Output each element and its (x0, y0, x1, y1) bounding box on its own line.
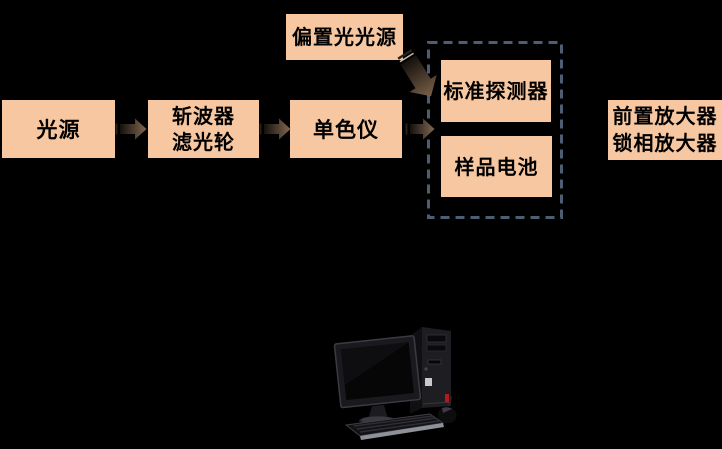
bias-light-source-label: 偏置光光源 (292, 25, 397, 49)
node-monochromator: 单色仪 (290, 100, 402, 158)
arrow-light-source-to-chopper (115, 118, 147, 140)
monochromator-label: 单色仪 (313, 117, 379, 142)
preamplifier-label: 前置放大器 (612, 104, 718, 128)
chopper-label: 斩波器 (172, 104, 235, 128)
node-bias-light-source: 偏置光光源 (286, 14, 403, 60)
node-light-source: 光源 (2, 100, 115, 158)
node-standard-detector: 标准探测器 (441, 60, 551, 122)
lock-in-amplifier-label: 锁相放大器 (612, 131, 718, 155)
arrow-monochromator-to-detectors (405, 118, 435, 140)
node-amplifiers: 前置放大器 锁相放大器 (608, 100, 722, 160)
node-chopper-filter-wheel: 斩波器 滤光轮 (148, 100, 259, 158)
arrow-chopper-to-monochromator (259, 118, 291, 140)
computer-icon (333, 327, 457, 440)
standard-detector-label: 标准探测器 (443, 79, 549, 103)
sample-cell-label: 样品电池 (454, 154, 539, 179)
filter-wheel-label: 滤光轮 (172, 130, 235, 154)
arrow-bias-light-to-sample (397, 49, 437, 97)
node-sample-cell: 样品电池 (441, 136, 552, 197)
light-source-label: 光源 (36, 117, 81, 142)
